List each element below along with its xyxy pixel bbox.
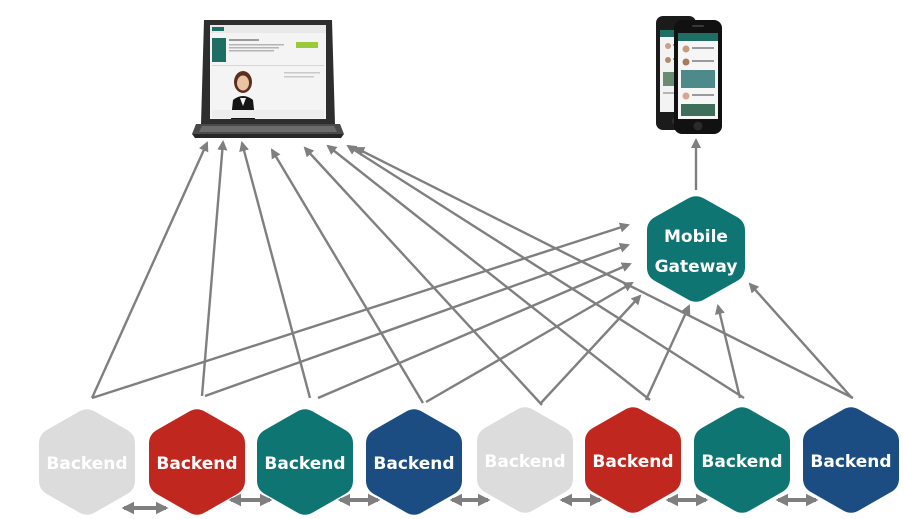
backend-node: Backend <box>585 407 681 513</box>
arrow-to-gateway <box>748 282 853 399</box>
arrow-to-gateway <box>204 242 630 398</box>
backend-label: Backend <box>156 454 237 474</box>
backend-node: Backend <box>694 407 790 513</box>
backend-node: Backend <box>366 409 462 515</box>
arrow-to-laptop <box>90 141 209 399</box>
backend-label: Backend <box>810 452 891 472</box>
smartphone-icon <box>656 16 722 134</box>
mobile-gateway-node: Mobile Gateway <box>647 196 745 302</box>
backend-node: Backend <box>39 409 135 515</box>
mobile-gateway-label-line1: Mobile <box>664 227 728 247</box>
backend-label: Backend <box>701 452 782 472</box>
backend-node: Backend <box>477 407 573 513</box>
arrow-to-laptop <box>270 148 425 404</box>
arrow-to-laptop <box>303 146 543 406</box>
backend-node: Backend <box>257 409 353 515</box>
arrow-to-gateway <box>91 222 630 400</box>
arrow-to-laptop <box>326 144 651 401</box>
connection-arrows <box>90 137 854 515</box>
arrow-to-laptop <box>239 141 312 399</box>
arrow-to-gateway <box>539 294 642 405</box>
arrow-to-gateway <box>714 304 742 399</box>
backend-services: Backend Backend Backend Backend Backend … <box>39 407 899 515</box>
arrow-to-laptop <box>200 139 228 397</box>
backend-node: Backend <box>803 407 899 513</box>
arrow-to-gateway <box>425 281 634 404</box>
backend-label: Backend <box>373 454 454 474</box>
backend-label: Backend <box>264 454 345 474</box>
arrow-to-gateway <box>317 262 632 400</box>
arrow-to-laptop <box>354 146 854 400</box>
backend-label: Backend <box>46 454 127 474</box>
arrow-to-laptop <box>346 144 745 400</box>
backend-label: Backend <box>484 452 565 472</box>
laptop-icon <box>192 20 344 138</box>
mobile-gateway-label-line2: Gateway <box>655 257 738 277</box>
backend-node: Backend <box>149 409 245 515</box>
arrow-to-gateway <box>644 304 691 401</box>
backend-label: Backend <box>592 452 673 472</box>
